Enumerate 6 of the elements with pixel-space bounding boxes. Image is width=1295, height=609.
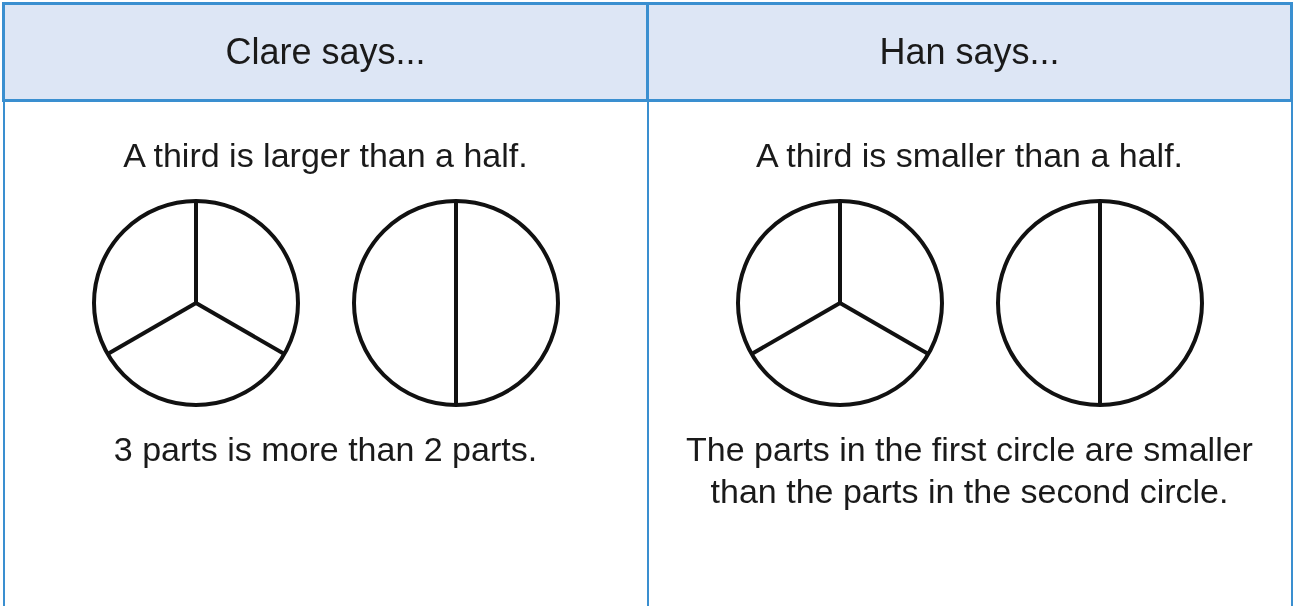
column-heading: Clare says... (225, 31, 426, 72)
statement-text: A third is larger than a half. (123, 135, 528, 176)
reason-text: The parts in the first circle are smaller than the parts in the second circle. (685, 429, 1254, 512)
column-heading: Han says... (879, 31, 1060, 72)
statement-text: A third is smaller than a half. (755, 135, 1184, 176)
reason-text: 3 parts is more than 2 parts. (113, 429, 538, 470)
